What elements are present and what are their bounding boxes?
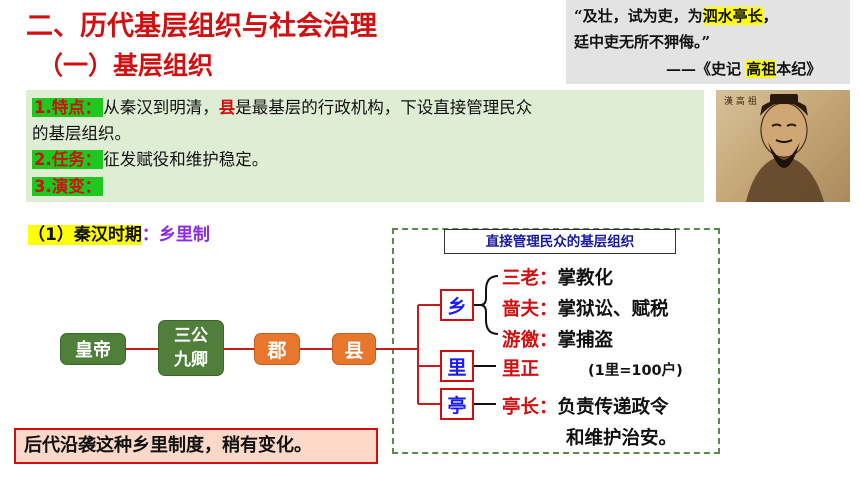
source-highlight: 高祖 [746,60,777,78]
quote-source: ——《史记 高祖本纪》 [666,58,821,79]
svg-text:漢 高 祖: 漢 高 祖 [724,95,757,107]
role-title: 游徼： [502,330,558,351]
node-li: 里 [440,350,474,382]
period-name: （1）秦汉时期 [28,225,142,245]
info-text: 征发赋役和维护稳定。 [103,150,269,169]
quote-line-2: 廷中吏无所不狎侮。” [574,33,711,51]
info-key: 2.任务： [32,150,104,169]
node-sangong-jiuqing: 三公九卿 [158,320,224,376]
info-item-1-cont: 的基层组织。 [32,124,131,143]
period-label: （1）秦汉时期：乡里制 [28,220,210,245]
role-youjiao: 游徼：掌捕盗 [502,326,613,352]
role-tingzhang-cont: 和维护治安。 [566,424,677,450]
info-item-1: 1.特点：从秦汉到明清，县是最基层的行政机构，下设直接管理民众 [32,94,532,118]
node-emperor: 皇帝 [60,333,126,365]
node-ting: 亭 [440,388,474,420]
node-jun: 郡 [254,333,300,365]
continuation-note: 后代沿袭这种乡里制度，稍有变化。 [14,428,378,464]
node-label: 九卿 [174,350,208,370]
node-xiang: 乡 [440,289,474,321]
info-text: 从秦汉到明清， [103,98,219,117]
role-duty: 掌教化 [557,268,614,289]
node-xian: 县 [332,333,376,365]
role-tingzhang: 亭长：负责传递政令 [502,393,669,419]
role-duty: 掌狱讼、赋税 [557,299,669,320]
section-subtitle: （一）基层组织 [38,51,214,80]
period-colon: ： [141,225,159,245]
role-title: 啬夫： [502,299,558,320]
role-lizheng: 里正 [502,355,539,381]
role-duty: 掌捕盗 [557,330,614,351]
role-duty: 负责传递政令 [557,397,669,418]
brace [479,275,499,335]
quote-text: ， [762,7,778,25]
quote-box: “及壮，试为吏，为泗水亭长， 廷中吏无所不狎侮。” ——《史记 高祖本纪》 [566,0,850,84]
info-highlight: 县 [218,98,236,117]
role-duty: 和维护治安。 [566,428,678,449]
org-frame-title: 直接管理民众的基层组织 [444,229,676,254]
info-item-2: 2.任务：征发赋役和维护稳定。 [32,146,268,170]
role-sanlao: 三老：掌教化 [502,264,613,290]
source-text: ——《史记 [666,60,747,78]
info-item-3: 3.演变： [32,173,104,197]
quote-line-1: “及壮，试为吏，为泗水亭长， [574,5,778,26]
portrait-image: 漢 高 祖 [716,90,850,202]
info-box: 1.特点：从秦汉到明清，县是最基层的行政机构，下设直接管理民众 的基层组织。 2… [26,90,704,202]
quote-highlight: 泗水亭长 [702,7,763,25]
info-text: 是最基层的行政机构，下设直接管理民众 [235,98,533,117]
source-text: 本纪》 [776,60,822,78]
period-system: 乡里制 [158,225,210,245]
role-title: 三老： [502,268,558,289]
info-key: 1.特点： [32,98,104,117]
role-sefu: 啬夫：掌狱讼、赋税 [502,295,669,321]
role-title: 里正 [502,359,540,380]
li-household-note: (1里=100户) [588,363,683,379]
portrait-drawing: 漢 高 祖 [724,94,824,202]
role-title: 亭长： [502,397,558,418]
info-key: 3.演变： [32,177,104,196]
page-title: 二、历代基层组织与社会治理 [26,11,377,42]
quote-text: “及壮，试为吏，为 [574,7,703,25]
node-label: 三公 [174,326,208,346]
